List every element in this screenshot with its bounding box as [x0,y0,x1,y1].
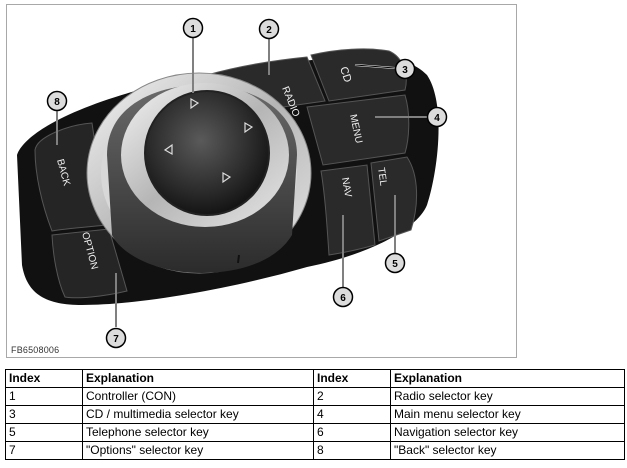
cell-explanation: "Options" selector key [82,441,314,460]
callout-7: 7 [105,327,127,349]
svg-text:1: 1 [190,24,196,35]
arrow-right-icon [244,121,254,134]
cell-index: 6 [313,423,391,442]
cell-explanation: Radio selector key [390,387,625,406]
header-index-2: Index [313,369,391,388]
callout-3: 3 [394,58,416,80]
cell-index: 8 [313,441,391,460]
cell-index: 3 [5,405,83,424]
header-index: Index [5,369,83,388]
cell-index: 1 [5,387,83,406]
svg-text:5: 5 [392,259,398,270]
cell-explanation: Navigation selector key [390,423,625,442]
callout-6: 6 [332,286,354,308]
cell-index: 5 [5,423,83,442]
arrow-down-icon [222,171,232,184]
tel-label: TEL [375,167,389,187]
legend-header-row: Index Explanation Index Explanation [5,369,625,388]
svg-text:8: 8 [54,97,60,108]
callout-2: 2 [258,18,280,40]
nav-key[interactable] [320,164,376,256]
table-row: 3 CD / multimedia selector key 4 Main me… [5,405,625,424]
cd-key[interactable] [310,48,407,102]
arrow-up-icon [190,97,200,110]
figure-id: FB6508006 [11,345,60,355]
option-key[interactable] [51,228,128,299]
callout-1: 1 [182,17,204,39]
cd-label: CD [337,65,353,84]
nav-label: NAV [339,177,353,199]
controller-knob[interactable] [144,90,270,216]
cell-explanation: Telephone selector key [82,423,314,442]
svg-text:3: 3 [402,65,408,76]
callout-8: 8 [46,90,68,112]
controller-figure: RADIO CD MENU TEL NAV BACK OPTION [6,4,517,358]
table-row: 7 "Options" selector key 8 "Back" select… [5,441,625,460]
callout-5: 5 [384,252,406,274]
legend-table: Index Explanation Index Explanation 1 Co… [5,369,625,460]
header-explanation-2: Explanation [390,369,625,388]
cell-explanation: Controller (CON) [82,387,314,406]
cell-index: 7 [5,441,83,460]
position-mark [237,254,240,264]
cell-explanation: "Back" selector key [390,441,625,460]
table-row: 1 Controller (CON) 2 Radio selector key [5,387,625,406]
svg-text:4: 4 [434,113,440,124]
idrive-controller-illustration: RADIO CD MENU TEL NAV BACK OPTION [17,17,448,349]
table-row: 5 Telephone selector key 6 Navigation se… [5,423,625,442]
cell-explanation: Main menu selector key [390,405,625,424]
callout-4: 4 [426,106,448,128]
tel-key[interactable] [370,156,418,242]
svg-text:6: 6 [340,293,346,304]
header-explanation: Explanation [82,369,314,388]
cell-index: 4 [313,405,391,424]
svg-text:7: 7 [113,334,119,345]
cell-explanation: CD / multimedia selector key [82,405,314,424]
arrow-left-icon [163,143,173,156]
svg-text:2: 2 [266,25,272,36]
cell-index: 2 [313,387,391,406]
menu-key[interactable] [306,94,410,166]
